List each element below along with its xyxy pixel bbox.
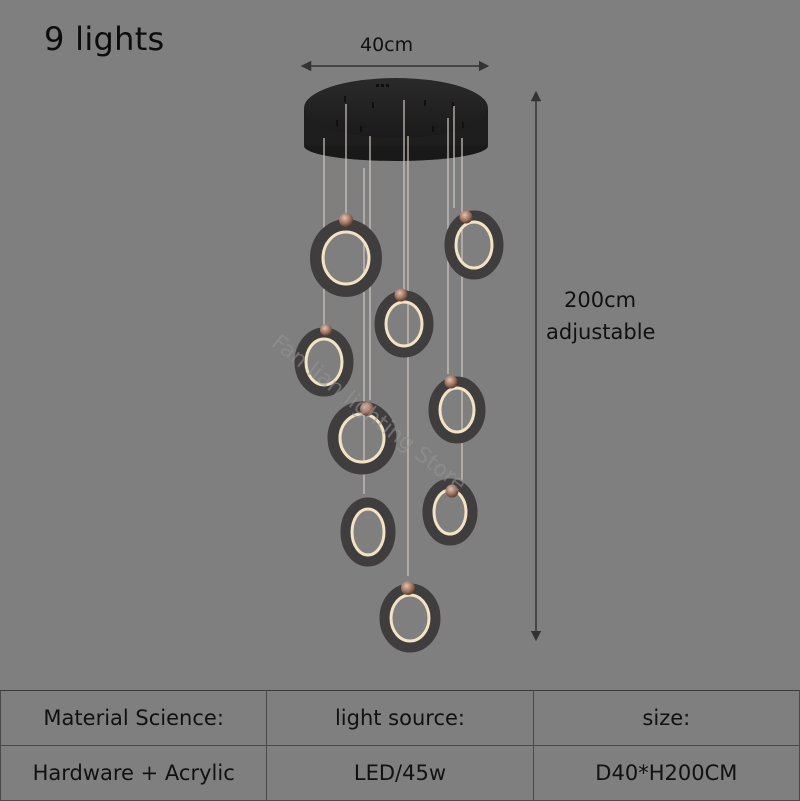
spec-value-light-source: LED/45w	[266, 745, 534, 801]
product-title: 9 lights	[44, 20, 165, 58]
spec-table: Material Science: light source: size: Ha…	[0, 690, 800, 801]
spec-header-row: Material Science: light source: size:	[0, 690, 800, 746]
pendant-ring	[327, 401, 397, 475]
ceiling-canopy	[304, 78, 488, 161]
height-dimension-label: 200cm adjustable	[546, 284, 655, 348]
pendant-ring	[310, 213, 382, 297]
pendant-ring	[428, 375, 486, 444]
height-adjustable-note: adjustable	[546, 320, 656, 344]
height-value: 200cm	[564, 288, 637, 312]
pendant-ring	[294, 324, 354, 397]
spec-header-light-source: light source:	[266, 690, 534, 746]
spec-value-size: D40*H200CM	[532, 745, 800, 801]
spec-value-material: Hardware + Acrylic	[0, 745, 268, 801]
spec-header-material: Material Science:	[0, 690, 268, 746]
chandelier-illustration	[294, 60, 542, 653]
spec-header-size: size:	[532, 690, 800, 746]
width-dimension-label: 40cm	[360, 34, 414, 56]
pendant-ring	[374, 288, 434, 358]
spec-value-row: Hardware + Acrylic LED/45w D40*H200CM	[0, 745, 800, 801]
pendant-ring	[340, 497, 396, 567]
pendant-ring	[379, 581, 441, 653]
pendant-ring	[422, 478, 478, 546]
pendant-ring	[444, 210, 504, 280]
